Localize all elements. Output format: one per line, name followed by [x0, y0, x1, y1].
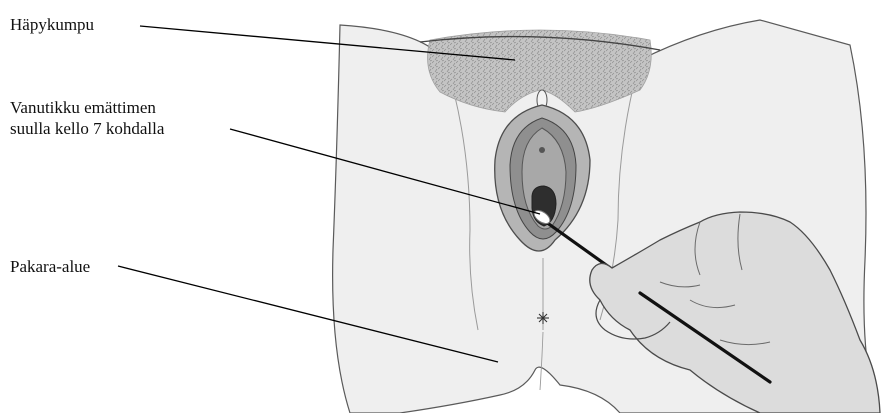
urethral-opening — [539, 147, 545, 153]
label-mons-pubis: Häpykumpu — [10, 14, 94, 36]
label-buttock-region: Pakara-alue — [10, 256, 90, 278]
label-swab-line1: Vanutikku emättimen — [10, 97, 156, 119]
label-swab-line2: suulla kello 7 kohdalla — [10, 118, 164, 140]
